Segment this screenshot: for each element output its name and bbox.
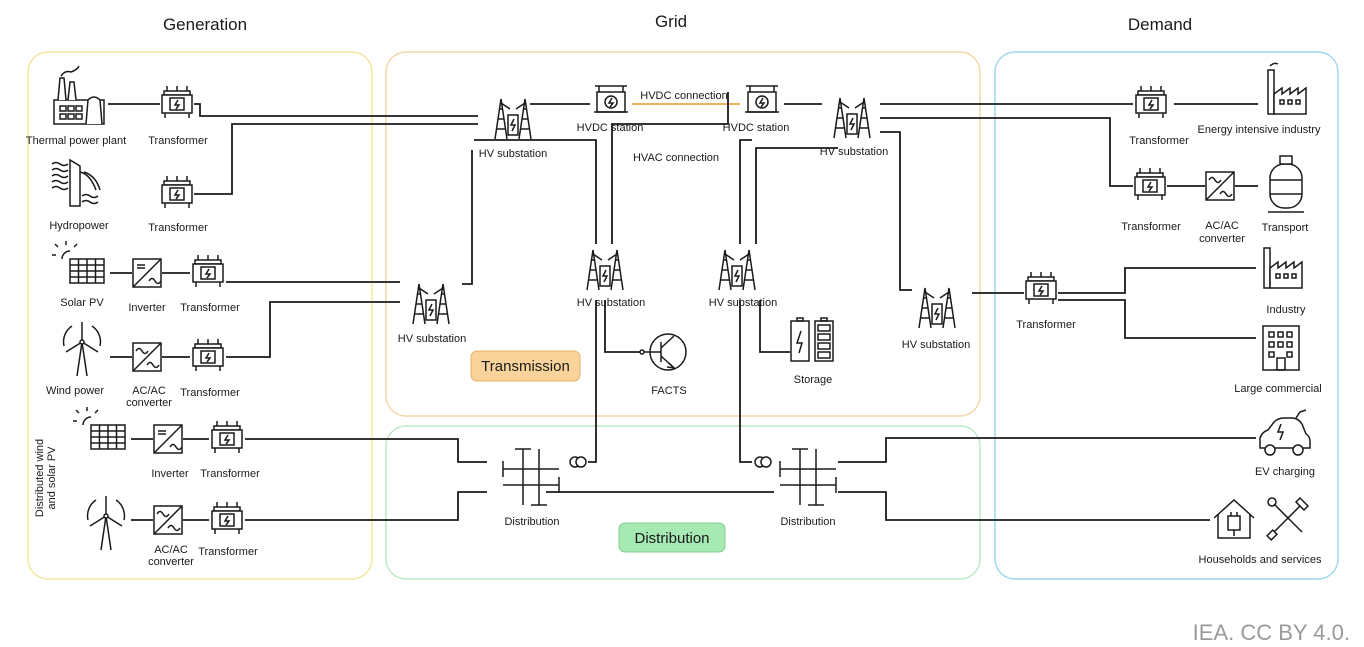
ev-charging-label: EV charging bbox=[1255, 466, 1315, 478]
transformer-label: Transformer bbox=[1016, 319, 1076, 331]
inverter-label: Inverter bbox=[151, 468, 189, 480]
acac-converter-label-line1: AC/AC bbox=[154, 544, 188, 556]
hvdc-connection-label: HVDC connection bbox=[640, 90, 727, 102]
coupling-transformer-icon bbox=[569, 456, 587, 468]
hv-substation-label: HV substation bbox=[479, 148, 547, 160]
distributed-label-line1: Distributed wind bbox=[34, 439, 46, 517]
inverter-icon bbox=[132, 258, 162, 288]
inverter-label: Inverter bbox=[128, 302, 166, 314]
transformer-label: Transformer bbox=[148, 222, 208, 234]
distribution-panel bbox=[385, 425, 981, 580]
hv-substation-label: HV substation bbox=[398, 333, 466, 345]
factory-icon bbox=[1263, 247, 1303, 289]
transformer-icon bbox=[1025, 271, 1057, 305]
tools-icon bbox=[1265, 496, 1310, 542]
acac-converter-label-line2: converter bbox=[126, 397, 172, 409]
energy-intensive-industry-label: Energy intensive industry bbox=[1198, 124, 1321, 136]
hydropower-label: Hydropower bbox=[49, 220, 109, 232]
transformer-label: Transformer bbox=[200, 468, 260, 480]
hvdc-station-label: HVDC station bbox=[577, 122, 644, 134]
hv-substation-label: HV substation bbox=[902, 339, 970, 351]
industry-label: Industry bbox=[1266, 304, 1306, 316]
solar-pv-label: Solar PV bbox=[60, 297, 104, 309]
acac-converter-label-line1: AC/AC bbox=[1205, 220, 1239, 232]
battery-storage-icon bbox=[790, 317, 834, 362]
transformer-label: Transformer bbox=[198, 546, 258, 558]
factory-icon bbox=[1267, 62, 1307, 115]
hv-substation-label: HV substation bbox=[820, 146, 888, 158]
thermal-power-plant-icon bbox=[53, 65, 105, 125]
hydropower-icon bbox=[51, 158, 101, 207]
source-credit: IEA. CC BY 4.0. bbox=[1193, 620, 1350, 645]
transformer-label: Transformer bbox=[1121, 221, 1181, 233]
hv-substation-label: HV substation bbox=[577, 297, 645, 309]
transformer-icon bbox=[161, 85, 193, 119]
transformer-label: Transformer bbox=[180, 387, 240, 399]
wind-power-label: Wind power bbox=[46, 385, 104, 397]
distribution-node-icon bbox=[502, 448, 560, 506]
transformer-label: Transformer bbox=[1129, 135, 1189, 147]
hvdc-station-icon bbox=[593, 85, 629, 113]
transformer-icon bbox=[192, 254, 224, 288]
transport-label: Transport bbox=[1262, 222, 1309, 234]
hv-substation-icon bbox=[586, 249, 624, 291]
transformer-label: Transformer bbox=[180, 302, 240, 314]
storage-label: Storage bbox=[794, 374, 833, 386]
hv-substation-icon bbox=[412, 283, 450, 325]
wind-turbine-icon bbox=[62, 321, 102, 377]
grid-heading: Grid bbox=[655, 12, 687, 31]
distribution-node-icon bbox=[779, 448, 837, 506]
wind-turbine-icon bbox=[86, 495, 126, 551]
transmission-tag-label: Transmission bbox=[481, 358, 570, 375]
distributed-label-line2: and solar PV bbox=[46, 446, 58, 510]
transmission-tag bbox=[470, 350, 581, 382]
distribution-tag bbox=[618, 522, 726, 553]
distribution-label: Distribution bbox=[780, 516, 835, 528]
transformer-icon bbox=[1135, 85, 1167, 119]
acac-converter-icon bbox=[153, 505, 183, 535]
generation-panel bbox=[27, 51, 373, 580]
transformer-icon bbox=[192, 338, 224, 372]
households-and-services-label: Households and services bbox=[1199, 554, 1322, 566]
hv-substation-icon bbox=[918, 287, 956, 329]
hv-substation-icon bbox=[494, 98, 532, 140]
transformer-icon bbox=[211, 420, 243, 454]
hvdc-station-icon bbox=[744, 85, 780, 113]
demand-panel bbox=[994, 51, 1339, 580]
transformer-icon bbox=[161, 175, 193, 209]
hv-substation-icon bbox=[833, 97, 871, 139]
hvac-connection-label: HVAC connection bbox=[633, 152, 719, 164]
facts-label: FACTS bbox=[651, 385, 686, 397]
acac-converter-icon bbox=[132, 342, 162, 372]
hv-substation-icon bbox=[718, 249, 756, 291]
connection-lines bbox=[108, 92, 1258, 521]
transformer-icon bbox=[1134, 167, 1166, 201]
hv-substation-label: HV substation bbox=[709, 297, 777, 309]
office-building-icon bbox=[1262, 325, 1300, 371]
inverter-icon bbox=[153, 424, 183, 454]
distribution-label: Distribution bbox=[504, 516, 559, 528]
solar-pv-icon bbox=[72, 406, 126, 450]
acac-converter-icon bbox=[1205, 171, 1235, 201]
house-icon bbox=[1213, 498, 1255, 539]
coupling-transformer-icon bbox=[754, 456, 772, 468]
transmission-panel bbox=[385, 51, 981, 417]
acac-converter-label-line2: converter bbox=[148, 556, 194, 568]
transformer-icon bbox=[211, 501, 243, 535]
acac-converter-label-line1: AC/AC bbox=[132, 385, 166, 397]
hvdc-station-label: HVDC station bbox=[723, 122, 790, 134]
ev-charging-icon bbox=[1259, 409, 1311, 456]
transformer-label: Transformer bbox=[148, 135, 208, 147]
large-commercial-label: Large commercial bbox=[1234, 383, 1321, 395]
solar-pv-icon bbox=[51, 240, 105, 284]
generation-heading: Generation bbox=[163, 15, 247, 34]
distribution-tag-label: Distribution bbox=[634, 530, 709, 547]
transport-tank-icon bbox=[1268, 155, 1304, 213]
acac-converter-label-line2: converter bbox=[1199, 233, 1245, 245]
thermal-power-plant-label: Thermal power plant bbox=[26, 135, 126, 147]
demand-heading: Demand bbox=[1128, 15, 1192, 34]
facts-icon bbox=[639, 333, 687, 371]
